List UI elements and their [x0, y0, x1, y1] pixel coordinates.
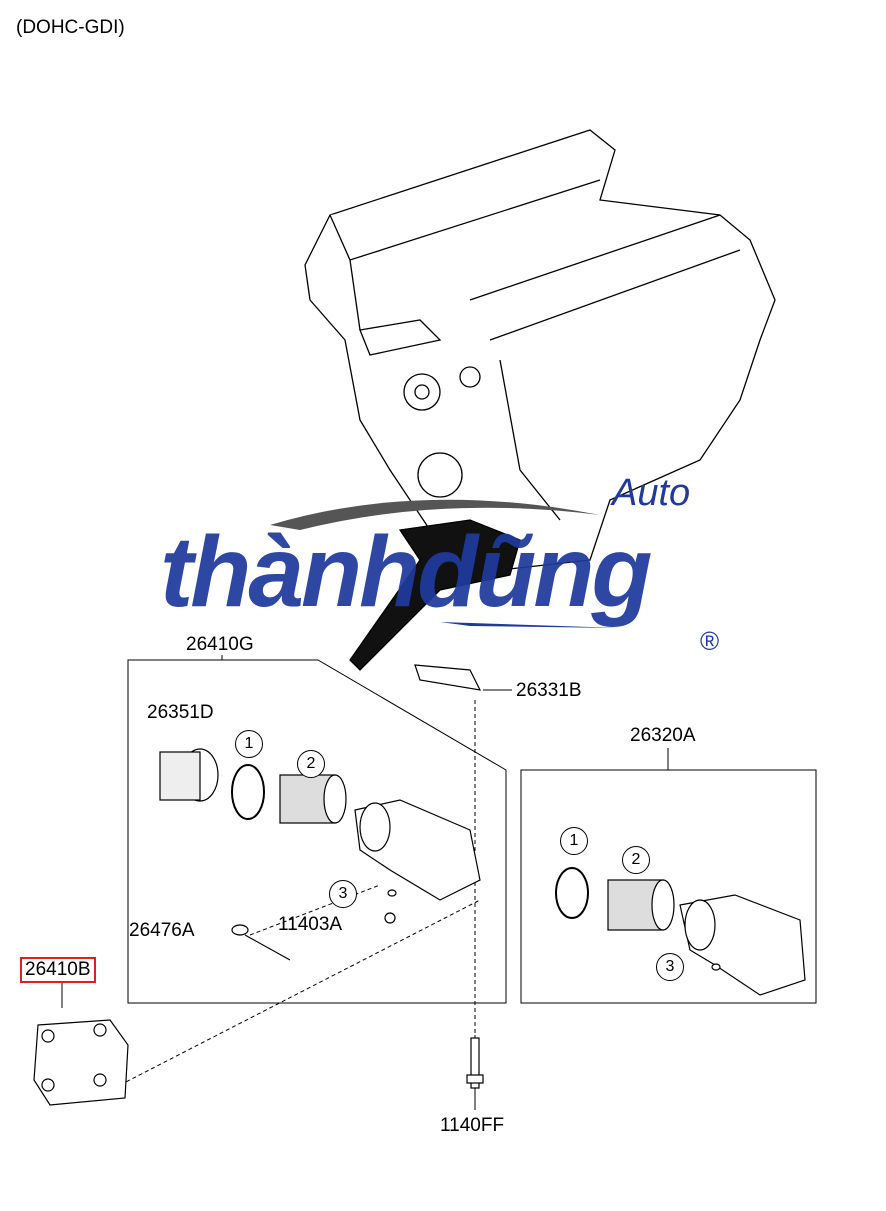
- part-label-26351D[interactable]: 26351D: [147, 702, 214, 723]
- watermark-swoosh: [270, 499, 600, 530]
- variant-label: (DOHC-GDI): [16, 17, 125, 38]
- part-label-26331B[interactable]: 26331B: [516, 680, 582, 701]
- registered-mark: ®: [700, 626, 720, 656]
- part-label-26320A[interactable]: 26320A: [630, 725, 696, 746]
- callout-3-right: 3: [656, 953, 684, 981]
- bolt-1140FF: [466, 1037, 484, 1089]
- assembly-box-26320A: [520, 748, 817, 1004]
- oil-cooler-26410B: [33, 1019, 129, 1106]
- watermark-logo: thànhdũng: [160, 516, 653, 628]
- callout-1: 1: [235, 730, 263, 758]
- part-label-26410B-highlighted[interactable]: 26410B: [20, 957, 96, 983]
- assembly-box-26410G: [127, 655, 507, 1004]
- callout-3: 3: [329, 880, 357, 908]
- engine-illustration: [304, 129, 776, 671]
- callout-2-right: 2: [622, 846, 650, 874]
- part-label-26476A[interactable]: 26476A: [129, 920, 195, 941]
- part-label-26410G[interactable]: 26410G: [186, 634, 254, 655]
- part-label-1140FF[interactable]: 1140FF: [440, 1115, 505, 1136]
- callout-2: 2: [297, 750, 325, 778]
- watermark-auto: Auto: [612, 472, 691, 514]
- part-label-11403A[interactable]: 11403A: [278, 914, 343, 935]
- callout-1-right: 1: [560, 827, 588, 855]
